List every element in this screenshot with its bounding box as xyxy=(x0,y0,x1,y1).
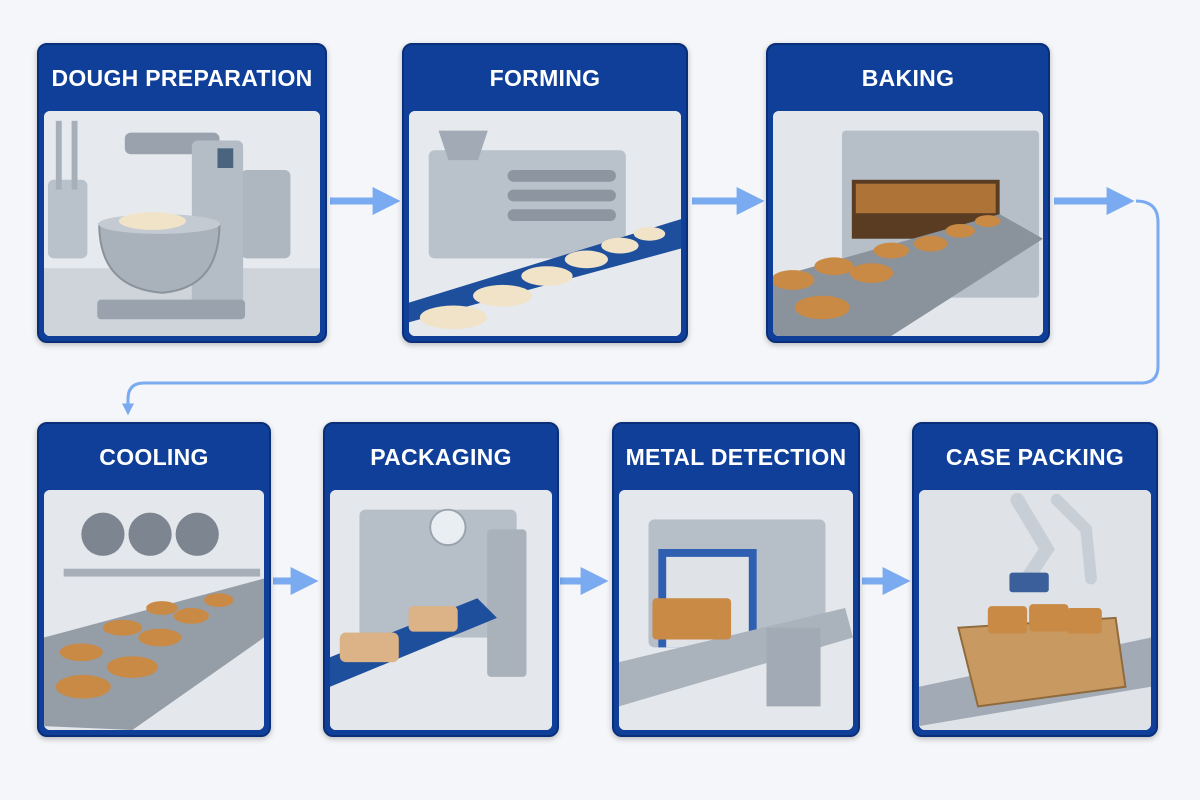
stage-title: PACKAGING xyxy=(370,443,512,470)
stage-title: CASE PACKING xyxy=(945,443,1125,470)
stage-title: BAKING xyxy=(861,64,955,91)
cooling-conveyor-photo xyxy=(44,490,264,730)
tunnel-oven-photo xyxy=(773,111,1043,336)
stage-title: FORMING xyxy=(489,64,601,91)
stage-baking: BAKING xyxy=(766,43,1050,343)
flow-wrapper-photo xyxy=(330,490,552,730)
stage-cooling: COOLING xyxy=(37,422,271,737)
stage-metal-detection: METAL DETECTION xyxy=(612,422,860,737)
stage-title: DOUGH PREPARATION xyxy=(51,64,313,91)
stage-packaging: PACKAGING xyxy=(323,422,559,737)
stage-title: COOLING xyxy=(99,443,209,470)
robot-case-packer-photo xyxy=(919,490,1151,730)
stage-case-packing: CASE PACKING xyxy=(912,422,1158,737)
forming-machine-photo xyxy=(409,111,681,336)
metal-detector-photo xyxy=(619,490,853,730)
mixer-machine-photo xyxy=(44,111,320,336)
stage-title: METAL DETECTION xyxy=(625,443,847,470)
stage-dough-preparation: DOUGH PREPARATION xyxy=(37,43,327,343)
stage-forming: FORMING xyxy=(402,43,688,343)
